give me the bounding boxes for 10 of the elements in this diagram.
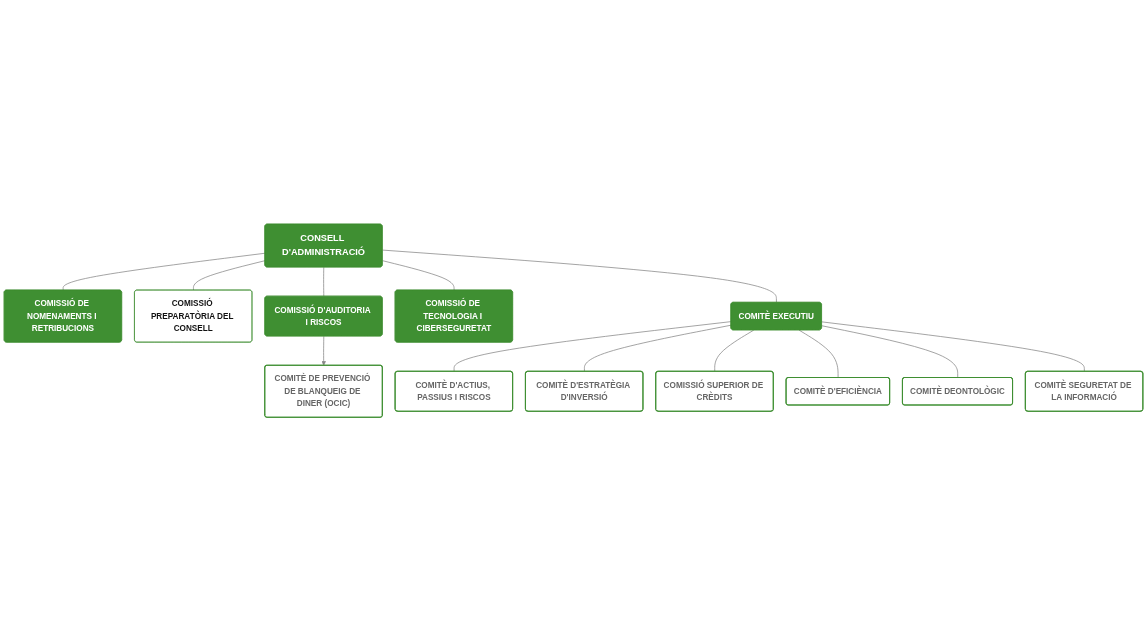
connector bbox=[323, 267, 325, 298]
connector bbox=[821, 325, 959, 379]
connector bbox=[193, 260, 266, 291]
connector bbox=[382, 250, 777, 304]
connector bbox=[821, 321, 1085, 373]
connector bbox=[62, 253, 266, 291]
connector bbox=[798, 330, 839, 379]
connector bbox=[584, 325, 732, 373]
connector bbox=[382, 260, 455, 291]
connector bbox=[453, 321, 732, 373]
